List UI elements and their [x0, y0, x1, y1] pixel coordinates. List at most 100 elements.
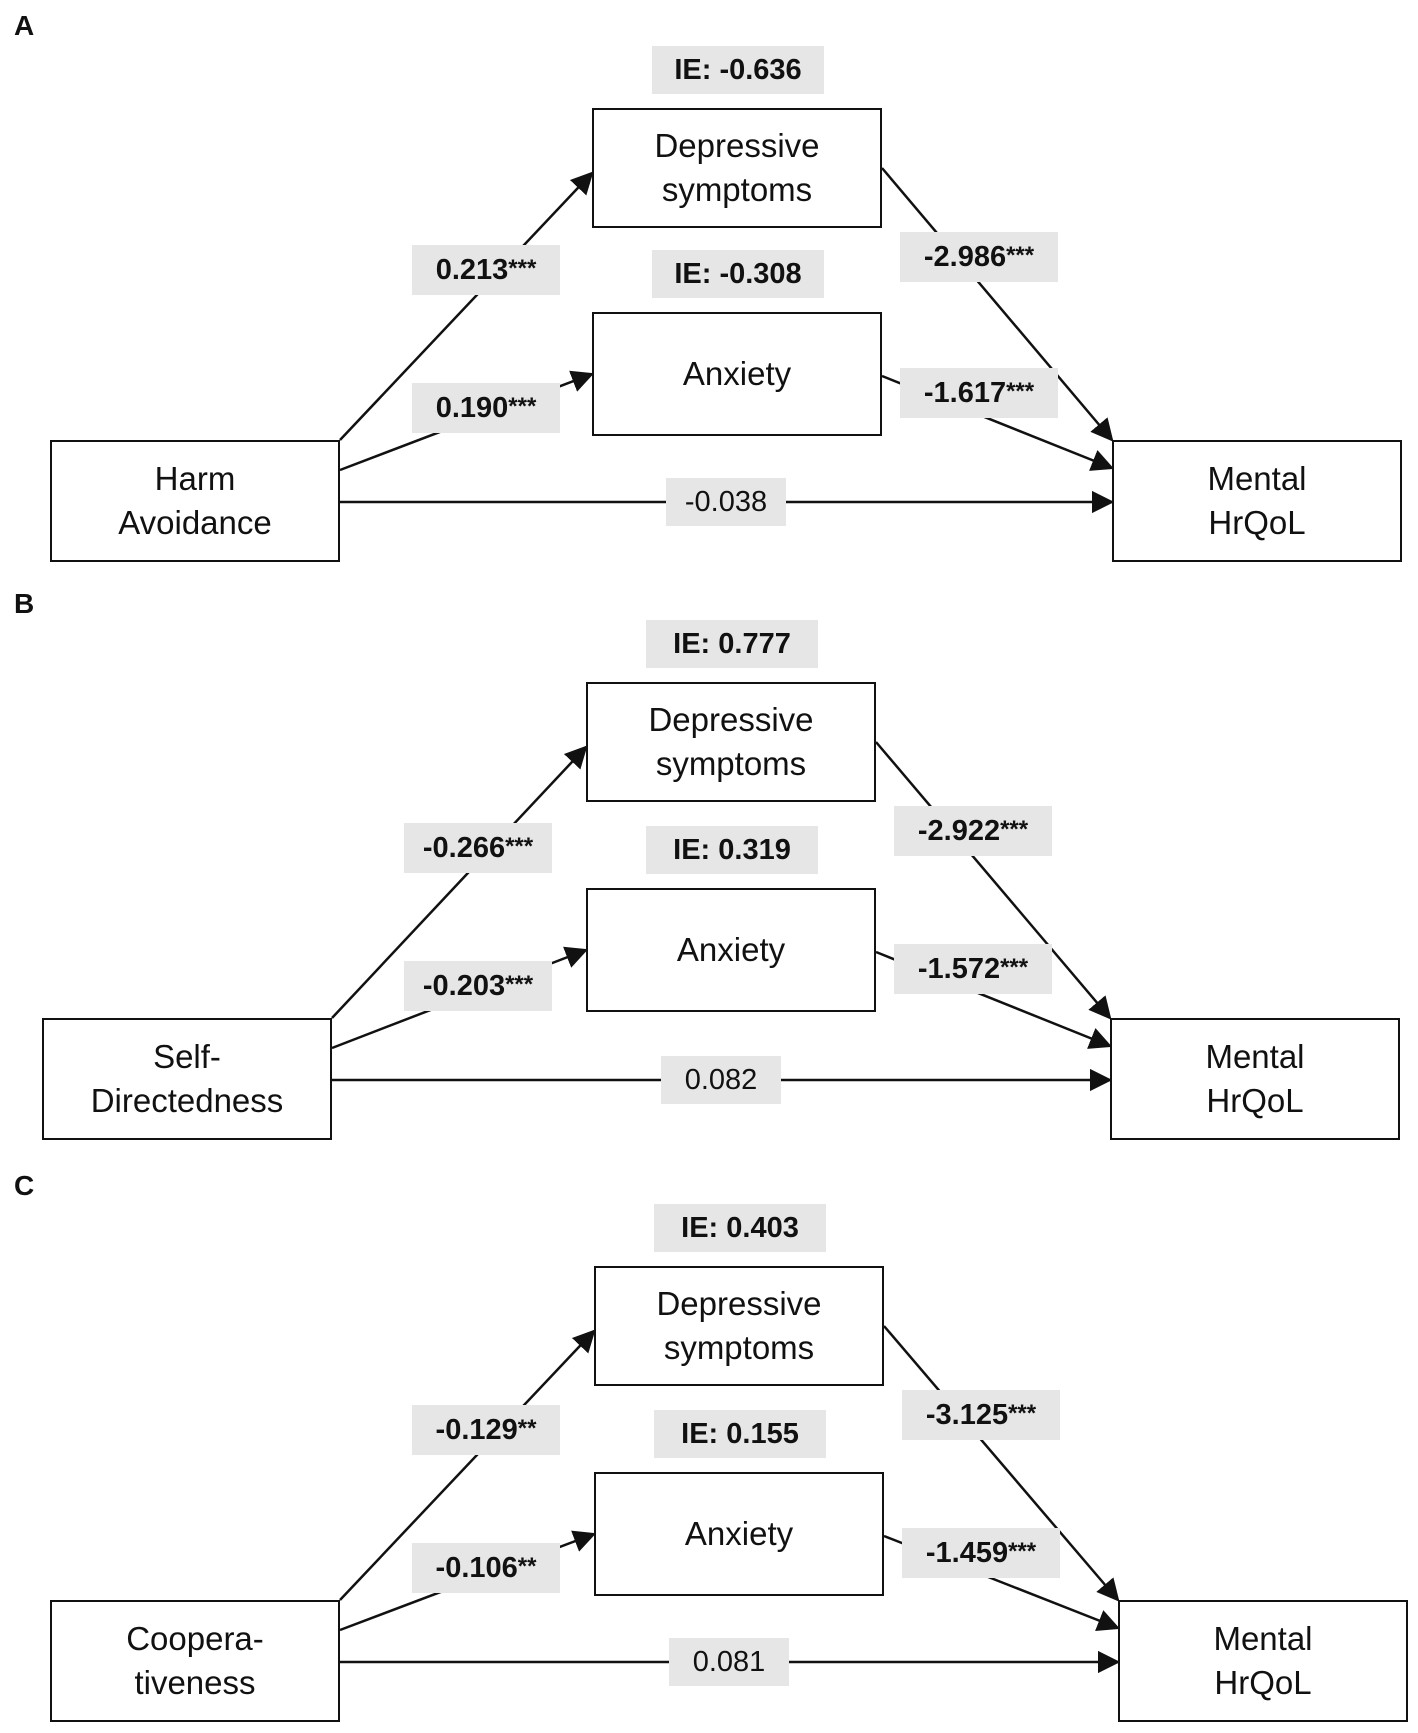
coef-a1-significance: ** [517, 1415, 537, 1442]
mediator-anxiety-box-line: Anxiety [682, 355, 792, 392]
outcome-box-line: HrQoL [1214, 1664, 1312, 1701]
arrow-b1 [883, 1325, 1120, 1602]
coef-b1: -2.922*** [894, 806, 1052, 856]
indirect-effect-anxiety: IE: 0.155 [654, 1410, 826, 1458]
coef-a2-significance: *** [508, 393, 537, 420]
coef-b2-significance: *** [1008, 1538, 1037, 1565]
outcome-box-line: Mental [1207, 460, 1307, 497]
coef-a1: -0.266*** [404, 823, 552, 873]
coef-b2: -1.459*** [902, 1528, 1060, 1578]
coef-b1: -3.125*** [902, 1390, 1060, 1440]
outcome-box-line: HrQoL [1206, 1082, 1304, 1119]
predictor-box-line: Directedness [90, 1082, 284, 1119]
coef-b1-significance: *** [1000, 816, 1029, 843]
mediator-depressive-box-line: Depressive [656, 1285, 822, 1322]
mediator-depressive-box-line: symptoms [663, 1329, 815, 1366]
outcome-box-line: Mental [1205, 1038, 1305, 1075]
coef-a1-significance: *** [505, 833, 534, 860]
indirect-effect-depressive: IE: -0.636 [652, 46, 824, 94]
predictor-box: Self- Directedness [42, 1018, 332, 1140]
coef-a2-value: 0.190 [435, 391, 509, 424]
mediator-depressive-box-line: symptoms [661, 171, 813, 208]
coef-a1: 0.213*** [412, 245, 560, 295]
predictor-box-line: Self- [153, 1038, 221, 1075]
coef-b2-significance: *** [1000, 954, 1029, 981]
coef-direct: 0.081 [669, 1638, 789, 1686]
mediator-anxiety-box-line: Anxiety [684, 1515, 794, 1552]
coef-b1-value: -2.986 [923, 240, 1007, 273]
coef-b1: -2.986*** [900, 232, 1058, 282]
coef-b1-significance: *** [1008, 1400, 1037, 1427]
outcome-box-line: HrQoL [1208, 504, 1306, 541]
mediator-anxiety-box: Anxiety [592, 312, 882, 436]
mediator-anxiety-box-text: Anxiety [683, 352, 791, 396]
mediator-depressive-box-line: symptoms [655, 745, 807, 782]
predictor-box-line: Harm [154, 460, 236, 497]
arrow-b1 [875, 741, 1112, 1020]
mediator-anxiety-box: Anxiety [594, 1472, 884, 1596]
coef-b2-value: -1.572 [917, 952, 1001, 985]
predictor-box-text: Self- Directedness [91, 1035, 284, 1123]
coef-a2-value: -0.203 [422, 969, 506, 1002]
coef-a2: 0.190*** [412, 383, 560, 433]
outcome-box-line: Mental [1213, 1620, 1313, 1657]
coef-a2-significance: *** [505, 971, 534, 998]
coef-b2: -1.617*** [900, 368, 1058, 418]
arrow-a1 [339, 171, 594, 441]
coef-a1-significance: *** [508, 255, 537, 282]
coef-b2-significance: *** [1006, 378, 1035, 405]
panel-letter: A [14, 10, 35, 41]
mediator-depressive-box-line: Depressive [654, 127, 820, 164]
predictor-box-text: Coopera-tiveness [126, 1617, 264, 1705]
coef-b1-significance: *** [1006, 242, 1035, 269]
mediator-anxiety-box-text: Anxiety [685, 1512, 793, 1556]
panel-letter: C [14, 1170, 35, 1201]
coef-a1-value: -0.266 [422, 831, 506, 864]
panel-letter: B [14, 588, 35, 619]
mediator-depressive-box-text: Depressive symptoms [648, 698, 813, 786]
coef-b1-value: -3.125 [925, 1398, 1009, 1431]
arrow-a1 [331, 745, 588, 1019]
mediator-depressive-box: Depressive symptoms [592, 108, 882, 228]
mediator-anxiety-box: Anxiety [586, 888, 876, 1012]
coef-b2-value: -1.617 [923, 376, 1007, 409]
predictor-box: Coopera-tiveness [50, 1600, 340, 1722]
predictor-box-line: tiveness [134, 1664, 256, 1701]
mediator-depressive-box-text: Depressive symptoms [654, 124, 819, 212]
mediator-depressive-box: Depressive symptoms [594, 1266, 884, 1386]
coef-b2-value: -1.459 [925, 1536, 1009, 1569]
arrow-a1 [339, 1329, 596, 1601]
coef-a2-significance: ** [517, 1553, 537, 1580]
indirect-effect-depressive: IE: 0.403 [654, 1204, 826, 1252]
coef-a1: -0.129** [412, 1405, 560, 1455]
predictor-box-line: Avoidance [118, 504, 272, 541]
coef-a1-value: 0.213 [435, 253, 509, 286]
mediator-anxiety-box-line: Anxiety [676, 931, 786, 968]
coef-a2: -0.203*** [404, 961, 552, 1011]
arrow-b1 [881, 167, 1114, 442]
mediator-anxiety-box-text: Anxiety [677, 928, 785, 972]
indirect-effect-anxiety: IE: 0.319 [646, 826, 818, 874]
coef-b1-value: -2.922 [917, 814, 1001, 847]
mediator-depressive-box-text: Depressive symptoms [656, 1282, 821, 1370]
indirect-effect-depressive: IE: 0.777 [646, 620, 818, 668]
indirect-effect-anxiety: IE: -0.308 [652, 250, 824, 298]
coef-direct: 0.082 [661, 1056, 781, 1104]
coef-b2: -1.572*** [894, 944, 1052, 994]
coef-a2: -0.106** [412, 1543, 560, 1593]
mediator-depressive-box-line: Depressive [648, 701, 814, 738]
coef-a2-value: -0.106 [435, 1551, 518, 1584]
coef-direct: -0.038 [666, 478, 786, 526]
predictor-box-line: Coopera- [126, 1620, 264, 1657]
coef-a1-value: -0.129 [435, 1413, 518, 1446]
